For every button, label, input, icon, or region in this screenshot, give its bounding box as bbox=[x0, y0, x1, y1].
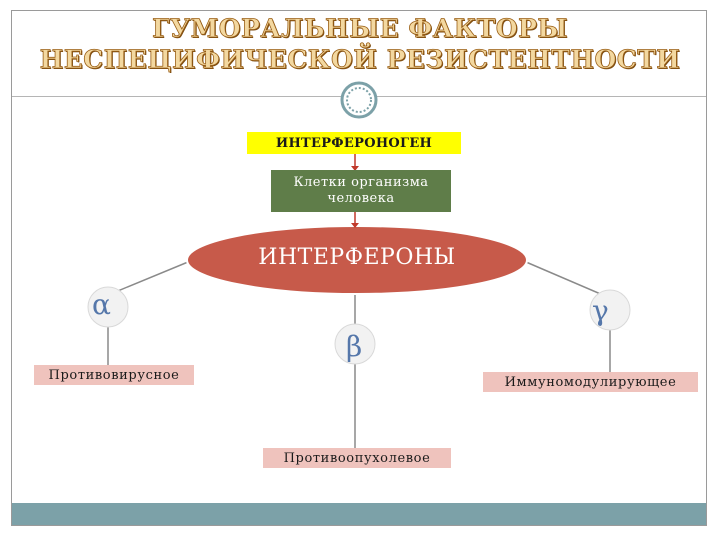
arrow-head-2 bbox=[351, 223, 359, 228]
alpha-label: α bbox=[92, 288, 111, 321]
arrow-head-1 bbox=[351, 166, 359, 171]
human-cells-box: Клетки организма человека bbox=[271, 170, 451, 212]
interferons-ellipse bbox=[186, 225, 528, 295]
alpha-circle bbox=[87, 286, 129, 328]
title-line-2: НЕСПЕЦИФИЧЕСКОЙ РЕЗИСТЕНТНОСТИ bbox=[39, 45, 681, 75]
beta-label: β bbox=[346, 330, 363, 363]
slide-frame bbox=[11, 10, 707, 526]
immunomodulatory-box: Иммуномодулирующее bbox=[483, 372, 698, 392]
footer-bar bbox=[12, 503, 706, 525]
antiviral-box: Противовирусное bbox=[34, 365, 194, 385]
interferons-label: ИНТЕРФЕРОНЫ bbox=[258, 245, 456, 270]
antitumor-box: Противоопухолевое bbox=[263, 448, 451, 468]
ring-inner-icon bbox=[346, 87, 372, 113]
beta-circle bbox=[334, 323, 376, 365]
gamma-circle bbox=[589, 289, 631, 331]
gamma-label: γ bbox=[592, 294, 609, 327]
title-line-1: ГУМОРАЛЬНЫЕ ФАКТОРЫ bbox=[152, 14, 568, 44]
interferonogen-box: ИНТЕРФЕРОНОГЕН bbox=[247, 132, 461, 154]
